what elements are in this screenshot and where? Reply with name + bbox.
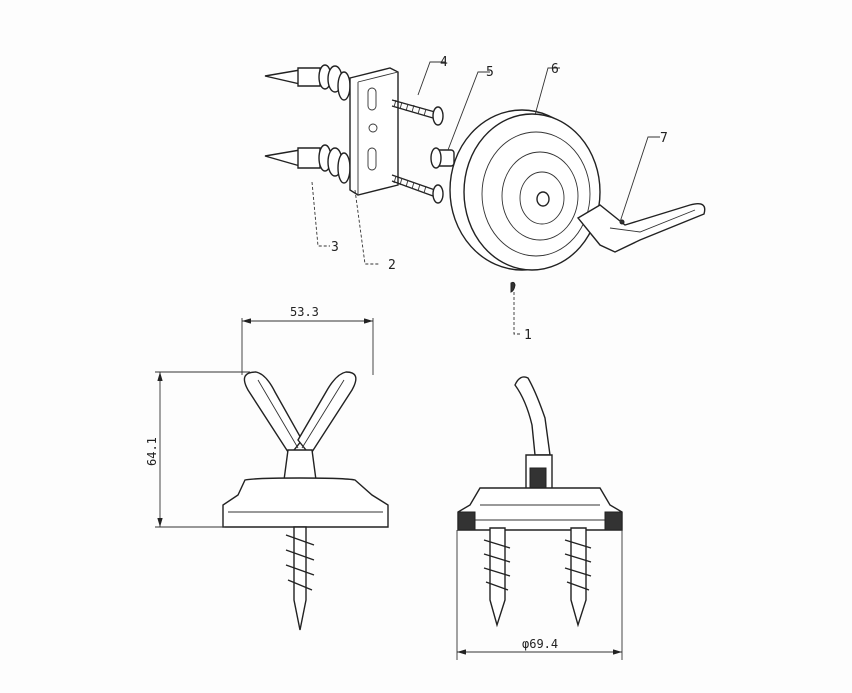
dimension-diameter-label: φ69.4 [522, 637, 558, 651]
hook-part-7 [576, 202, 706, 253]
anchor-top [264, 64, 351, 101]
dimension-height-label: 64.1 [145, 437, 159, 466]
anchor-bottom [264, 144, 351, 184]
screw-top [391, 99, 444, 126]
label-1: 1 [524, 328, 532, 343]
mounting-bracket [349, 67, 399, 196]
screw-bottom [391, 174, 444, 204]
label-3: 3 [331, 240, 339, 255]
dimension-diameter [456, 530, 623, 660]
set-screw-part-1 [510, 281, 516, 293]
label-5: 5 [486, 65, 494, 80]
label-4: 4 [440, 55, 448, 70]
dimension-height [155, 371, 250, 528]
round-base-part-6 [449, 109, 601, 271]
part-leaders [311, 61, 660, 335]
front-view [222, 371, 389, 631]
peg-part-5 [430, 147, 455, 169]
dimension-width [241, 318, 374, 375]
side-view [457, 376, 623, 628]
label-6: 6 [551, 62, 559, 77]
dimension-width-label: 53.3 [290, 305, 319, 319]
label-2: 2 [388, 258, 396, 273]
label-7: 7 [660, 131, 668, 146]
